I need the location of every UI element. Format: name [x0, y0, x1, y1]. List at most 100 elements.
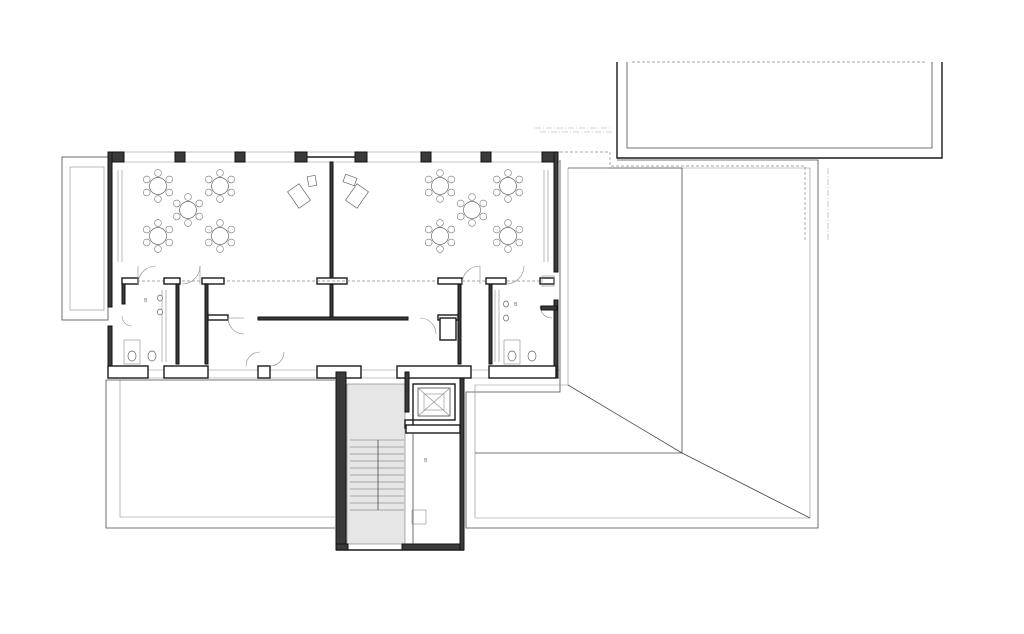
- chair: [173, 199, 181, 208]
- round-table: [143, 169, 174, 203]
- dining-tables: [143, 169, 523, 253]
- table-top: [149, 227, 167, 245]
- chair: [154, 219, 162, 227]
- chair: [493, 225, 501, 234]
- chair: [143, 238, 151, 247]
- round-table: [173, 193, 204, 227]
- chair: [205, 225, 213, 234]
- chair: [457, 212, 465, 221]
- lift-shaft: [412, 383, 456, 421]
- chair: [447, 188, 455, 197]
- chair: [447, 238, 455, 247]
- chair: [447, 225, 455, 234]
- left-service-walls: [121, 277, 229, 365]
- table-top: [463, 201, 481, 219]
- chair: [143, 225, 151, 234]
- chair: [515, 188, 523, 197]
- toilets: [123, 275, 555, 365]
- chair: [195, 212, 204, 221]
- chair: [515, 225, 523, 234]
- stair-core: [335, 371, 465, 551]
- room-mark: B: [424, 458, 428, 464]
- lower-terrace: [105, 379, 335, 529]
- round-table: [205, 169, 236, 203]
- round-table: [425, 219, 455, 253]
- table-top: [179, 201, 197, 219]
- chair: [227, 188, 236, 197]
- table-top: [431, 227, 449, 245]
- table-top: [499, 177, 517, 195]
- chair: [425, 188, 433, 197]
- stair-steps: [350, 439, 404, 511]
- chair: [216, 245, 224, 253]
- chair: [493, 238, 501, 247]
- round-table: [457, 193, 487, 227]
- chair: [143, 175, 151, 184]
- chair: [504, 245, 512, 253]
- chair: [493, 175, 501, 184]
- chair: [154, 245, 162, 253]
- chair: [436, 245, 444, 253]
- chair: [425, 225, 433, 234]
- chair: [165, 238, 174, 247]
- chair: [205, 175, 213, 184]
- chair: [436, 169, 444, 177]
- chair: [479, 212, 487, 221]
- chair: [154, 195, 162, 203]
- chair: [165, 175, 174, 184]
- chair: [227, 175, 236, 184]
- round-table: [425, 169, 455, 203]
- table-top: [211, 227, 229, 245]
- chair: [515, 238, 523, 247]
- round-table: [493, 219, 523, 253]
- chair: [227, 238, 236, 247]
- chair: [205, 238, 213, 247]
- chair: [154, 169, 162, 177]
- right-service-walls: [437, 277, 558, 365]
- chair: [184, 219, 192, 227]
- chair: [216, 169, 224, 177]
- chair: [468, 219, 476, 227]
- chair: [184, 193, 192, 201]
- chair: [216, 219, 224, 227]
- chair: [468, 193, 476, 201]
- central-partition: [257, 161, 409, 321]
- chair: [195, 199, 204, 208]
- chair: [493, 188, 501, 197]
- chair: [165, 188, 174, 197]
- chair: [504, 195, 512, 203]
- chair: [436, 195, 444, 203]
- chair: [457, 199, 465, 208]
- table-top: [499, 227, 517, 245]
- room-mark: B: [144, 298, 148, 304]
- chair: [504, 219, 512, 227]
- chair: [515, 175, 523, 184]
- facade-piers-top: [107, 151, 559, 163]
- chair: [165, 225, 174, 234]
- chair: [173, 212, 181, 221]
- chair: [479, 199, 487, 208]
- chair: [227, 225, 236, 234]
- chair: [425, 175, 433, 184]
- room-mark: B: [514, 302, 518, 308]
- right-roof-terrace: [465, 127, 829, 529]
- round-table: [493, 169, 523, 203]
- table-top: [431, 177, 449, 195]
- lounge-chairs: [287, 173, 369, 209]
- round-table: [143, 219, 174, 253]
- chair: [205, 188, 213, 197]
- chair: [436, 219, 444, 227]
- doors: [121, 265, 553, 367]
- left-balcony: [61, 156, 109, 321]
- table-top: [211, 177, 229, 195]
- top-right-building: [616, 61, 943, 159]
- facade-bottom: [107, 365, 557, 379]
- table-top: [149, 177, 167, 195]
- chair: [425, 238, 433, 247]
- round-table: [205, 219, 236, 253]
- chair: [216, 195, 224, 203]
- chair: [143, 188, 151, 197]
- chair: [447, 175, 455, 184]
